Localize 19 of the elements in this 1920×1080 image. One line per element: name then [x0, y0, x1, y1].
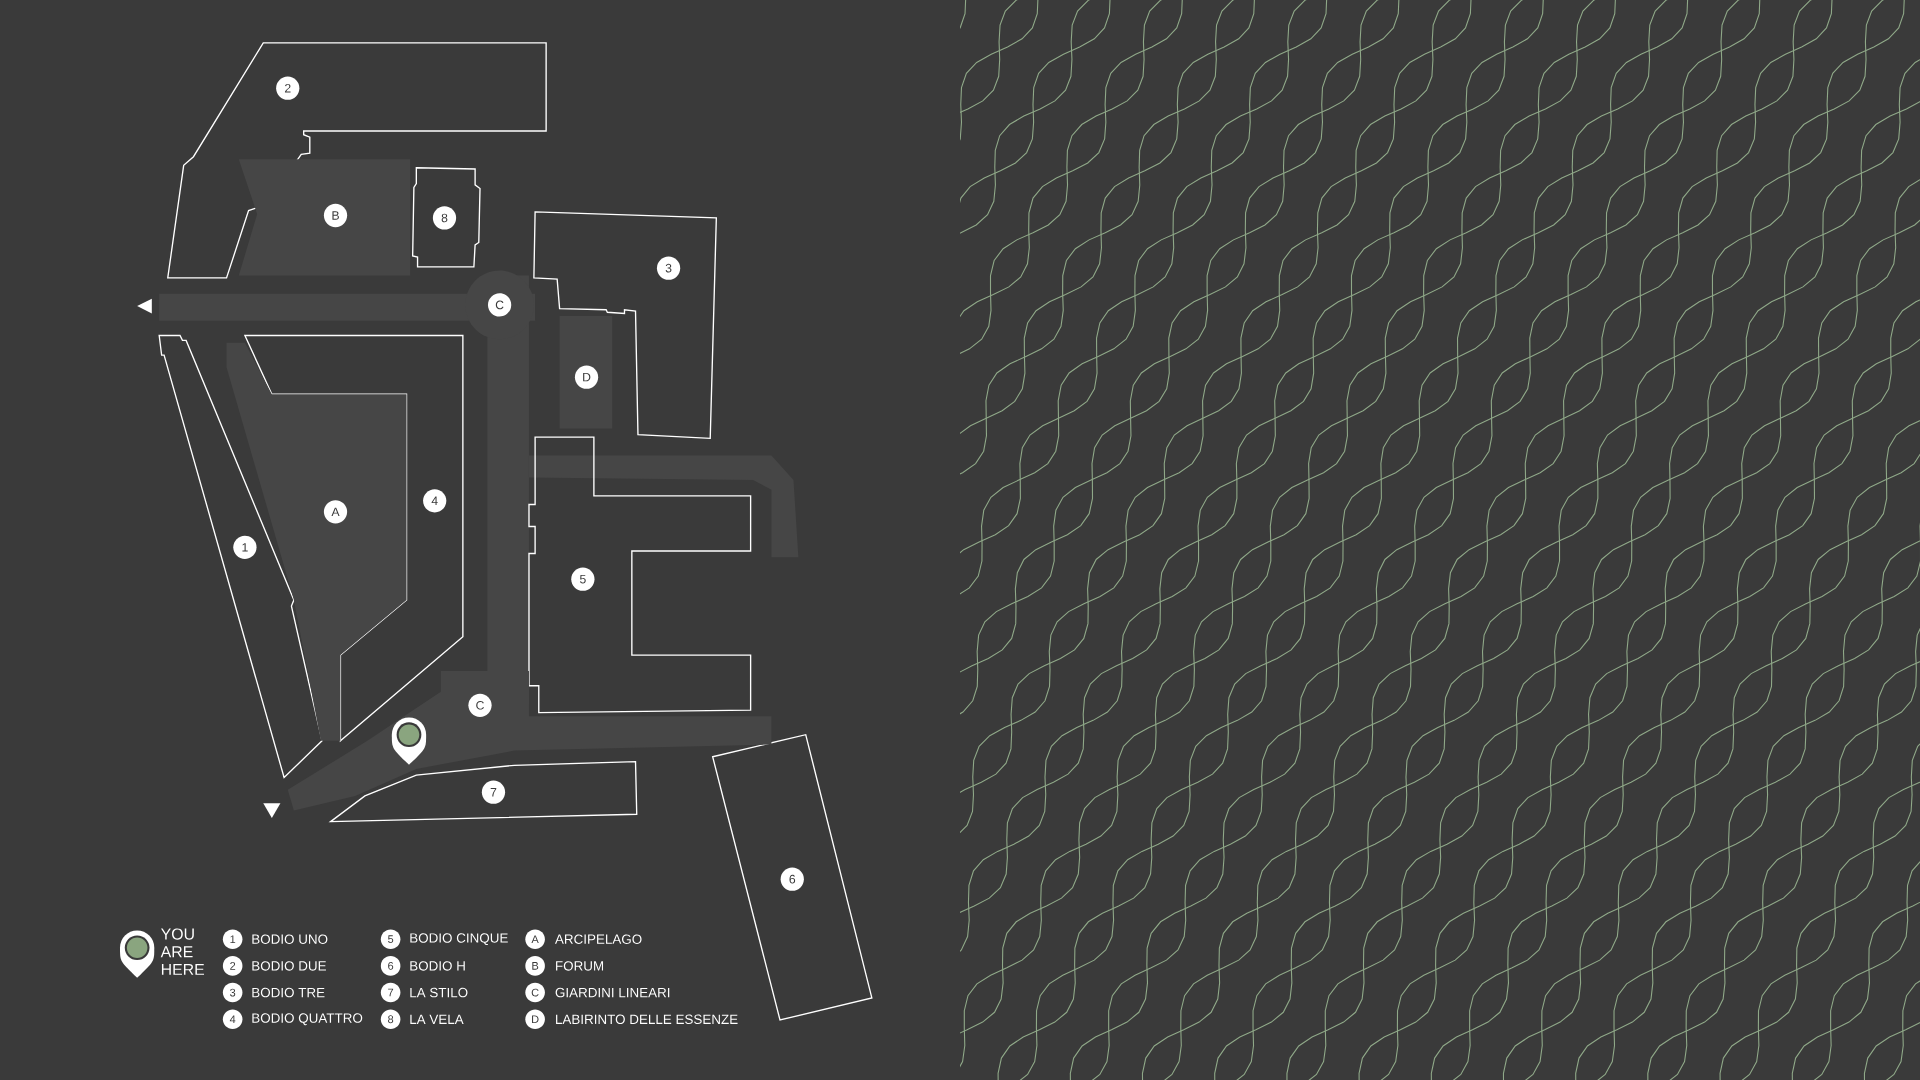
paved-area: B [238, 159, 411, 276]
legend-text: BODIO DUE [252, 961, 326, 971]
legend-text: LA STILO [410, 987, 468, 998]
paved-area: D [559, 315, 613, 429]
legend-text: BODIO QUATTRO [252, 1013, 363, 1026]
you-are-here-text: YOU ARE HERE [160, 928, 205, 975]
building-outline: 1 [158, 334, 323, 779]
legend-text: FORUM [556, 961, 604, 971]
legend-text: BODIO H [410, 961, 465, 971]
legend-text: GIARDINI LINEARI [555, 987, 670, 998]
legend-text: ARCIPELAGO [554, 934, 642, 944]
legend-text: BODIO UNO [252, 934, 328, 944]
paved-area: C [465, 270, 534, 340]
legend-text: LA VELA [410, 1014, 464, 1024]
building-outline: 5 [528, 436, 752, 714]
node-label: C [495, 300, 504, 310]
legend-text: BODIO CINQUE [410, 933, 508, 946]
legend-text: BODIO TRE [252, 987, 325, 998]
building-outline: 8 [411, 167, 481, 268]
